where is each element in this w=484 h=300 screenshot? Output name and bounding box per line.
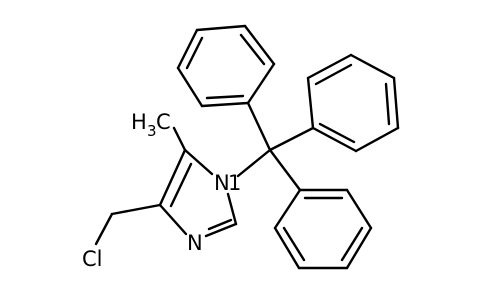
ph1-bond-4 [176, 28, 199, 70]
ph1-bond-3 [195, 24, 247, 32]
ph2-inner-3 [318, 122, 356, 144]
ph2-bond-6 [311, 126, 358, 153]
ph1-bond-2 [243, 24, 276, 66]
ph3-bond-5 [345, 188, 373, 230]
bond-ch2-cl [94, 212, 114, 246]
label-chlorine: Cl [82, 247, 103, 271]
ph3-inner-1 [282, 226, 306, 262]
bond-ctrityl-ph3 [268, 148, 302, 192]
ph2-inner-2 [384, 82, 391, 126]
ph3-bond-4 [345, 226, 373, 270]
ph1-inner-2 [185, 36, 204, 70]
bond-n1-c5 [183, 148, 214, 176]
ph3-bond-2 [273, 226, 301, 270]
ph1-inner-1 [239, 33, 266, 66]
imidazole-ring [158, 148, 238, 238]
bond-c5-c4 [158, 148, 187, 207]
phenyl-ring-bottom [268, 148, 373, 270]
n1-locant: 1 [228, 171, 241, 195]
ph2-bond-4 [392, 76, 400, 130]
ph3-inner-2 [340, 226, 364, 262]
bond-ctrityl-ph2 [268, 126, 315, 152]
methyl-c: C [156, 110, 171, 134]
bond-c4-n3 [158, 203, 188, 236]
ph2-inner-1 [314, 63, 353, 86]
bond-c5-c4-inner [169, 162, 193, 208]
methyl-subscript: 3 [147, 122, 157, 140]
ph3-bond-1 [273, 188, 302, 230]
bond-n3-c2-inner [207, 218, 233, 231]
ph1-bond-1 [246, 62, 276, 105]
ph2-bond-1 [306, 76, 315, 130]
ph1-bond-6 [200, 101, 250, 108]
phenyl-ring-top [176, 24, 276, 152]
ph1-inner-3 [205, 94, 245, 100]
bond-c2-n1 [226, 192, 238, 226]
ph2-bond-2 [306, 53, 353, 80]
ph2-bond-5 [354, 126, 400, 153]
label-n1: N 1 [214, 171, 241, 195]
phenyl-ring-right [268, 53, 400, 153]
bond-c4-ch2 [110, 203, 162, 216]
bond-ctrityl-ph1 [246, 101, 272, 152]
bond-n1-ctrityl [236, 148, 272, 178]
label-methyl: H 3 C [131, 110, 171, 140]
bond-c5-methyl [172, 126, 187, 152]
label-n3: N [187, 231, 203, 255]
n1-symbol: N [214, 171, 230, 195]
bond-n3-c2 [204, 222, 238, 238]
methyl-h: H [131, 110, 147, 134]
ph2-bond-3 [349, 53, 396, 80]
ph1-bond-5 [176, 66, 204, 108]
